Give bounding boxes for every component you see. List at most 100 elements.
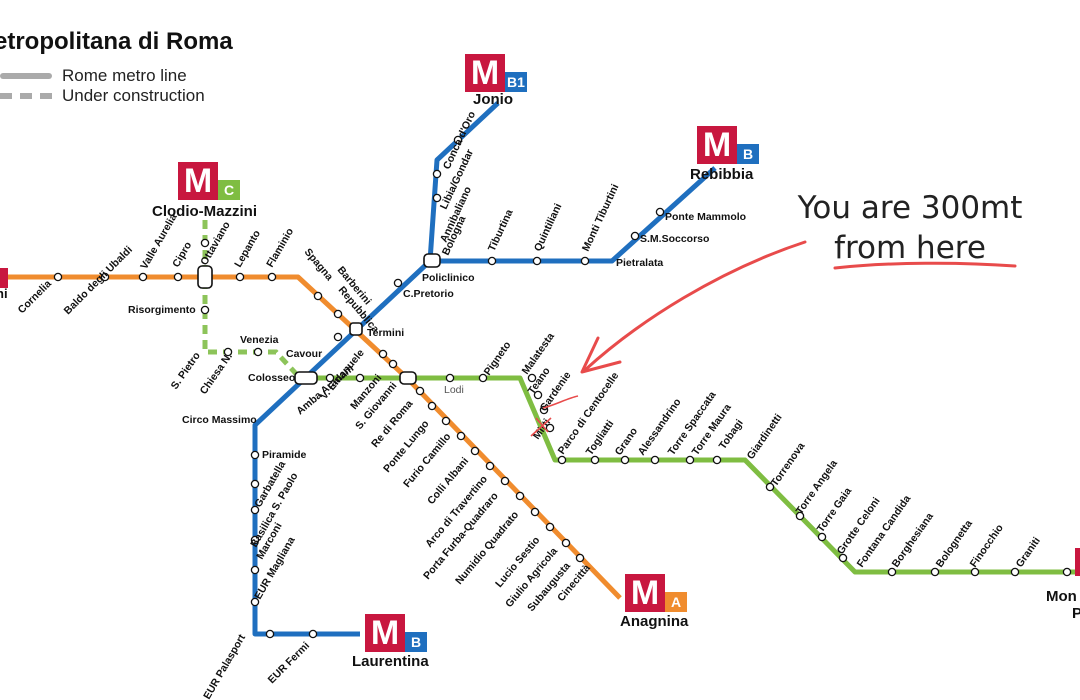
annotation-underline [833,261,1017,270]
legend-under-construction-label: Under construction [62,86,205,105]
station-dot-alessandrino [650,455,660,465]
station-label-spagna: Spagna [302,246,336,283]
station-dot-malatesta [527,373,537,383]
station-dot-ponte-mammolo [655,207,665,217]
station-label-monti-tiburtini: Monti Tiburtini [580,182,622,253]
terminus-jonio: Jonio [473,91,513,108]
station-dot-parco-di-centocelle [557,455,567,465]
station-label-piramide: Piramide [262,449,307,461]
metro-logo-icon: M [465,54,505,92]
station-dot-furio-camillo [456,431,466,441]
station-label-lepanto: Lepanto [232,228,263,269]
station-label-pigneto: Pigneto [482,339,514,377]
terminus-laurentina: Laurentina [352,653,429,670]
line-a-icon: A [665,592,687,612]
station-label-togliatti: Togliatti [584,418,617,458]
metro-logo-icon: M [365,614,405,652]
station-dot-torre-angela [817,532,827,542]
station-label-c-pretorio: C.Pretorio [403,288,454,300]
station-label-risorgimento: Risorgimento [128,304,196,316]
station-dot-baldo-degli-ubaldi [100,272,110,282]
badge-laurentina: M B [365,614,427,652]
station-dot-torre-spaccata [685,455,695,465]
terminus-rebibbia: Rebibbia [690,166,754,183]
station-dot-s-m-soccorso [630,231,640,241]
station-label-flaminio: Flaminio [264,226,296,269]
station-label-pietralata: Pietralata [616,257,663,269]
station-label-termini: Termini [367,327,404,339]
station-dot-basilica-s-paolo [250,505,260,515]
station-dot-porta-furba-quadraro [500,476,510,486]
station-dot-garbatella [250,479,260,489]
interchange-san-giovanni [399,371,417,385]
line-b1-track [427,101,500,262]
station-dot- [333,332,343,342]
station-dot-bolognetta [970,567,980,577]
station-dot-togliatti [590,455,600,465]
badge-anagnina: M A [625,574,687,612]
station-dot-colli-albani [470,446,480,456]
badge-monte-partial [1075,548,1080,576]
station-dot-piramide [250,450,260,460]
line-b1-icon: B1 [505,72,527,92]
station-dot-monti-tiburtini [580,256,590,266]
station-label-torre-gaia: Torre Gaia [815,485,855,534]
station-dot-annibaliano [432,193,442,203]
station-dot-gardenie [539,405,549,415]
station-dot-torrenova [795,511,805,521]
legend-under-construction: Under construction [0,86,205,106]
station-dot-cipro [173,272,183,282]
annotation-text: You are 300mt from here [790,188,1030,268]
station-dot-valle-aurelia [138,272,148,282]
station-label-grano: Grano [613,426,641,458]
metro-logo-icon: M [625,574,665,612]
interchange-bologna [423,253,441,268]
station-dot-barberini [333,309,343,319]
annotation-line-1: You are 300mt [797,190,1023,226]
station-dot-eur-magliana [250,565,260,575]
station-dot-s-pietro [223,347,233,357]
station-dot-tiburtina [487,256,497,266]
station-dot-libia-gondar [432,169,442,179]
station-dot- [265,629,275,639]
station-label-graniti: Graniti [1014,535,1043,570]
station-dot-finocchio [1010,567,1020,577]
interchange-ottaviano [197,265,213,289]
station-dot- [325,373,335,383]
station-label-torrenova: Torrenova [769,440,808,488]
station-label-cornelia: Cornelia [16,278,54,316]
station-dot-teano [533,390,543,400]
station-label-cavour: Cavour [286,348,322,360]
station-label-giardinetti: Giardinetti [745,412,785,462]
badge-west-partial [0,268,8,288]
station-label-lodi: Lodi [444,384,464,396]
annotation-arrowhead [580,336,622,374]
badge-clodio-mazzini: M C [178,162,240,200]
station-dot-borghesiana [930,567,940,577]
station-dot-lodi [445,373,455,383]
station-label-cipro: Cipro [170,240,194,270]
badge-jonio: M B1 [465,54,527,92]
station-dot-numidio-quadrato [515,491,525,501]
station-dot-s-giovanni [415,386,425,396]
station-dot-torre-maura [712,455,722,465]
terminus-clodio-mazzini: Clodio-Mazzini [152,203,257,220]
interchange-termini [349,322,363,336]
station-dot-grano [620,455,630,465]
station-dot-torre-gaia [838,553,848,563]
legend-dashed-swatch [0,93,52,99]
station-dot- [393,278,403,288]
station-label-malatesta: Malatesta [520,331,557,377]
station-dot-arco-di-travertino [485,461,495,471]
station-dot-v-emanuele [378,349,388,359]
station-dot-giardinetti [765,482,775,492]
terminus-west: ni [0,286,8,301]
station-dot-cornelia [53,272,63,282]
station-dot-graniti [1062,567,1072,577]
station-label-s-pietro: S. Pietro [169,350,203,392]
station-dot-manzoni [388,359,398,369]
station-dot-ponte-lungo [441,416,451,426]
metro-logo-icon: M [697,126,737,164]
station-dot- [200,238,210,248]
station-dot-pigneto [478,373,488,383]
